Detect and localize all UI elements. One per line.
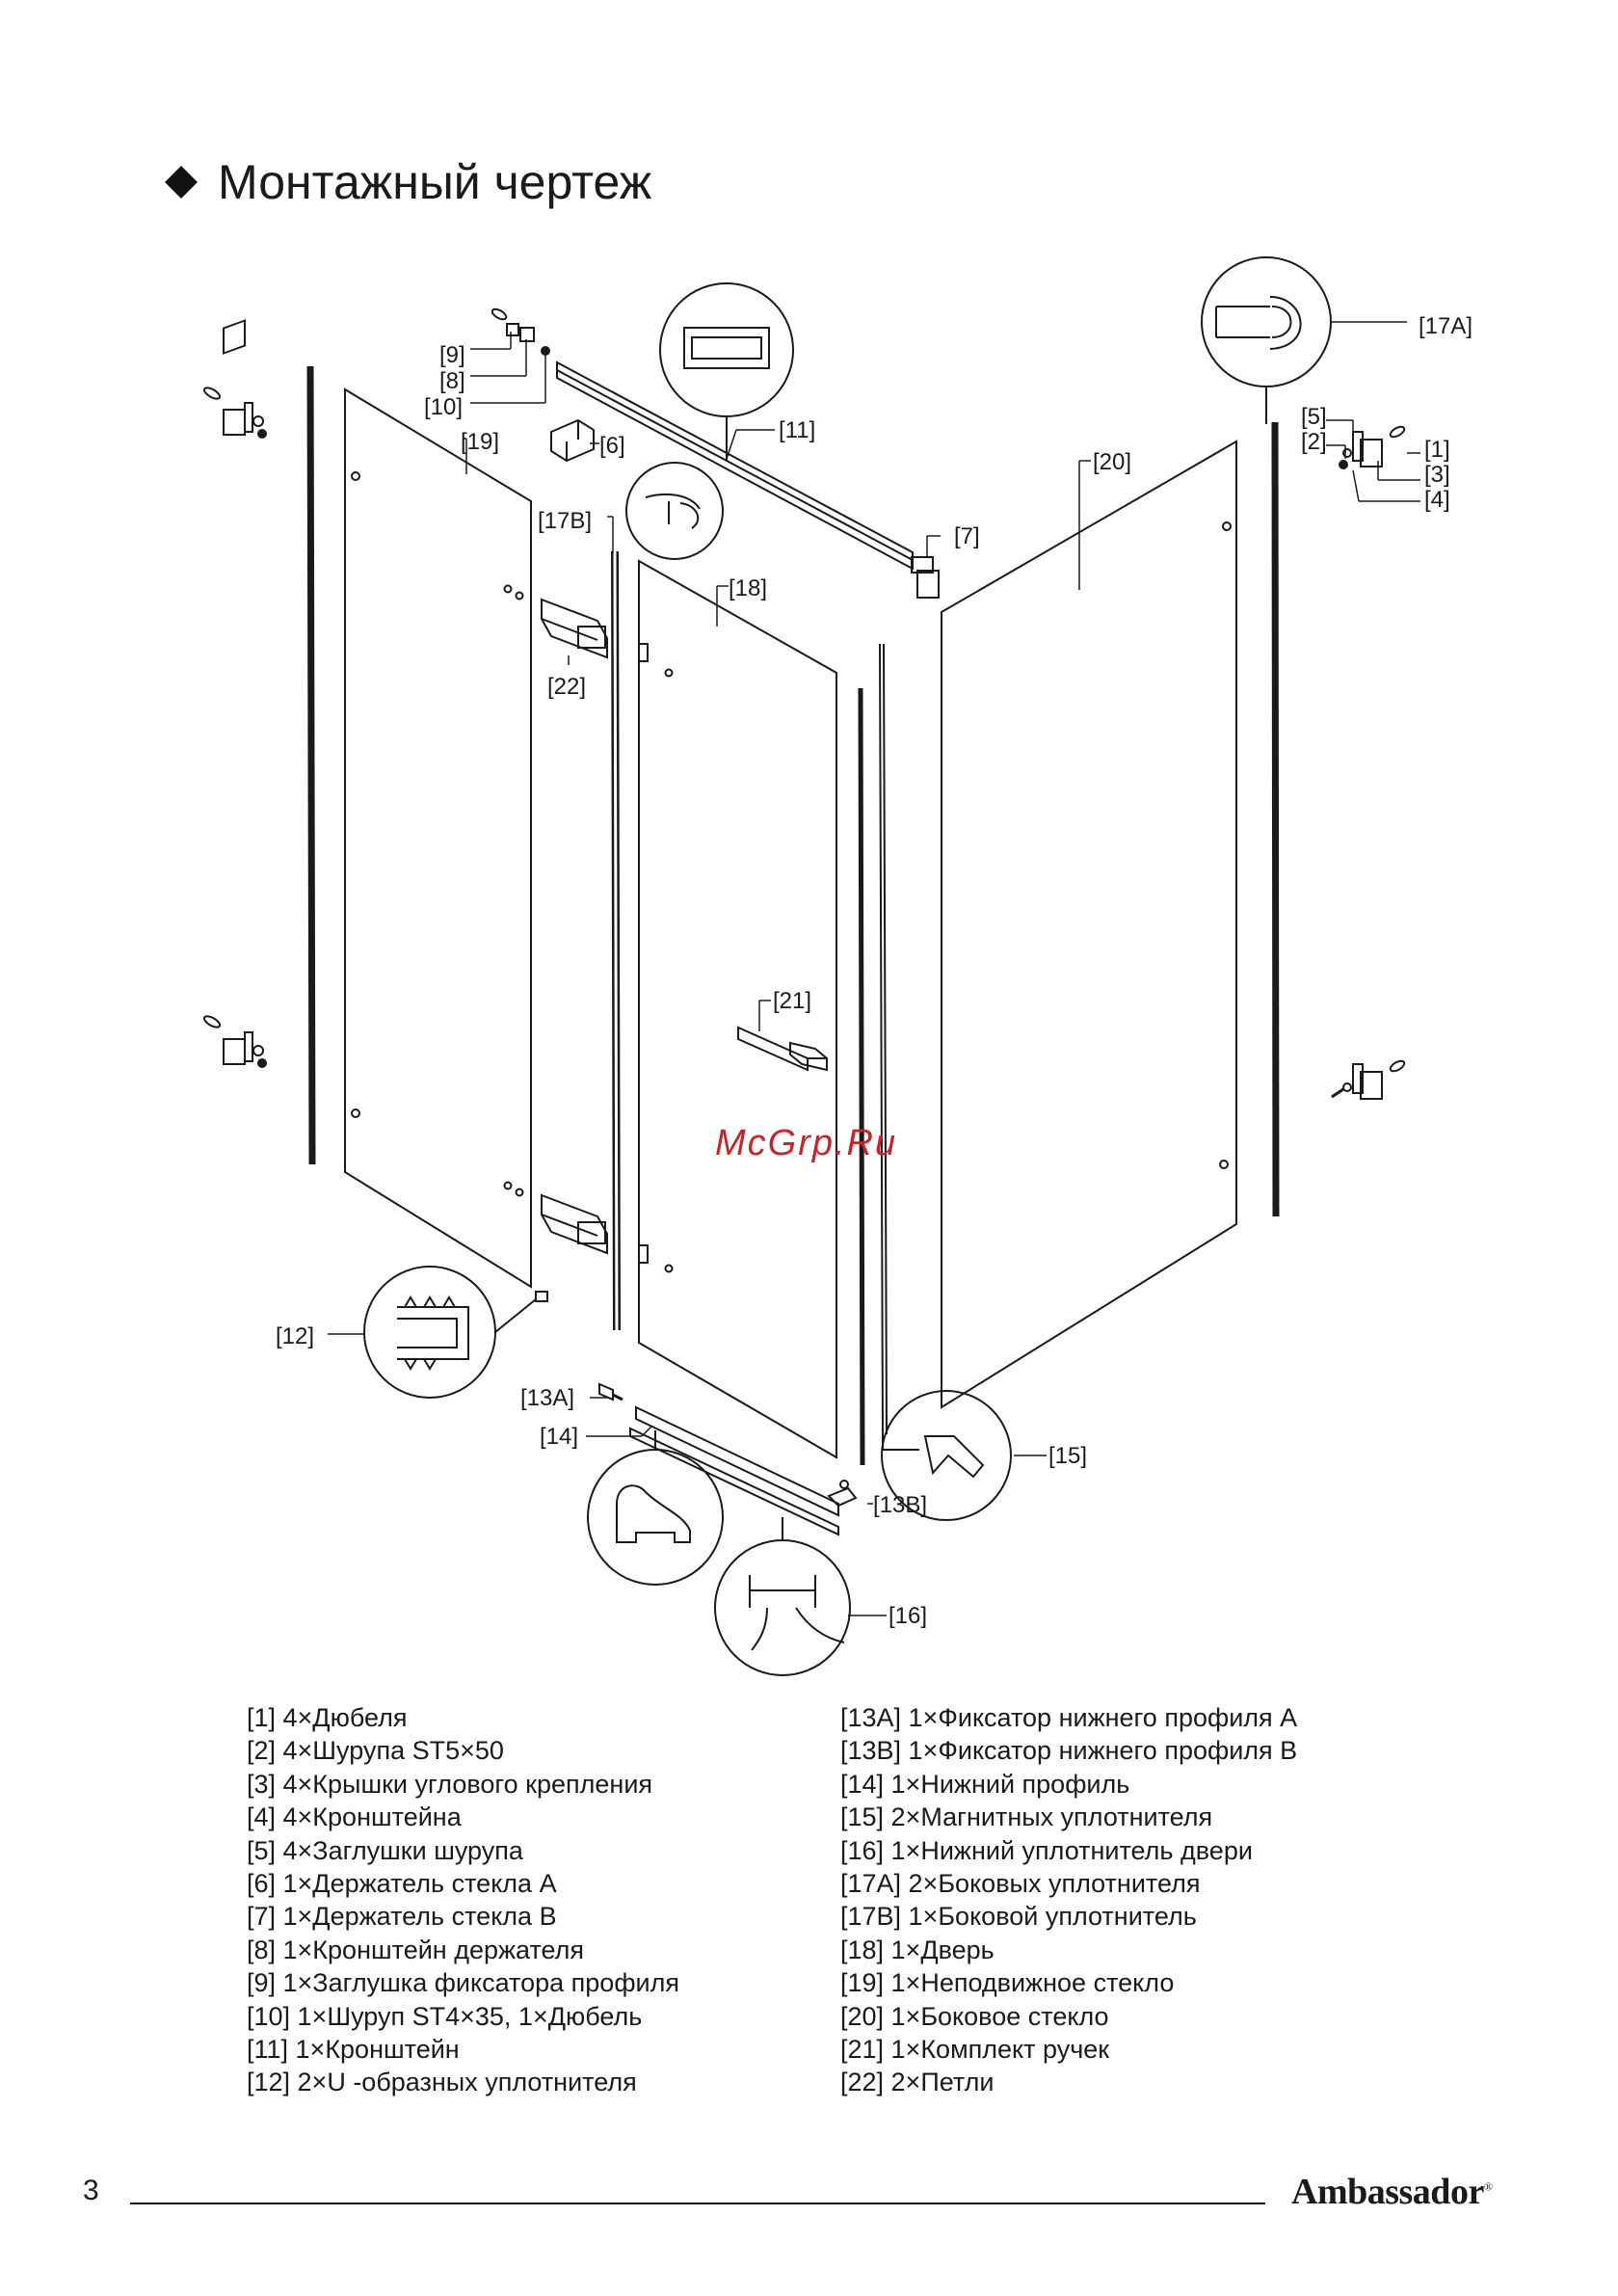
- parts-list-item: [17A] 2×Боковых уплотнителя: [840, 1869, 1201, 1899]
- hinge-top: [541, 598, 608, 659]
- detail-circle-magnetic-seal: [881, 1390, 1012, 1521]
- callout-16: [16]: [889, 1603, 927, 1629]
- bottom-fixator-b: [827, 1480, 858, 1508]
- bottom-profile: [629, 1405, 839, 1536]
- callout-15: [15]: [1048, 1443, 1087, 1469]
- label-leaders: [328, 321, 1420, 1616]
- callout-7: [7]: [954, 523, 980, 549]
- parts-list-item: [12] 2×U -образных уплотнителя: [247, 2068, 637, 2097]
- parts-list-item: [19] 1×Неподвижное стекло: [840, 1968, 1175, 1998]
- right-wall-profile: [1271, 421, 1280, 1217]
- parts-list-item: [21] 1×Комплект ручек: [840, 2035, 1110, 2065]
- detail-circle-door-seal: [714, 1517, 851, 1676]
- parts-list-item: [16] 1×Нижний уплотнитель двери: [840, 1835, 1253, 1865]
- callout-10: [10]: [424, 394, 463, 420]
- fixed-glass-panel: [344, 387, 532, 1289]
- u-seal-end-cap: [535, 1291, 548, 1302]
- callout-13a: [13A]: [520, 1385, 574, 1411]
- detail-circle-u-seal: [363, 1266, 537, 1399]
- top-rail: [556, 360, 914, 571]
- callout-19: [19]: [461, 429, 499, 455]
- wall-bracket-top-right: [1339, 425, 1406, 469]
- callout-4: [4]: [1424, 487, 1450, 513]
- detail-circle-top-rail: [659, 282, 794, 461]
- callout-5: [5]: [1301, 404, 1327, 430]
- parts-list-item: [10] 1×Шуруп ST4×35, 1×Дюбель: [247, 2001, 643, 2031]
- callout-1: [1]: [1424, 437, 1450, 463]
- detail-circle-side-seal-17a: [1201, 256, 1332, 424]
- wall-bracket-top-left: [202, 319, 267, 439]
- callout-6: [6]: [599, 433, 625, 459]
- magnetic-seal-profiles: [858, 643, 888, 1466]
- parts-list-item: [20] 1×Боковое стекло: [840, 2001, 1109, 2031]
- detail-circle-bottom-profile: [587, 1430, 724, 1586]
- page-title-text: Монтажный чертеж: [218, 155, 652, 209]
- parts-list-item: [2] 4×Шурупа ST5×50: [247, 1736, 504, 1766]
- footer-rule: [130, 2203, 1265, 2204]
- top-rail-fittings: [491, 307, 550, 356]
- parts-list-item: [7] 1×Держатель стекла B: [247, 1902, 557, 1932]
- parts-list-item: [22] 2×Петли: [840, 2068, 995, 2097]
- parts-list-item: [6] 1×Держатель стекла A: [247, 1869, 557, 1899]
- registered-mark: ®: [1483, 2179, 1493, 2194]
- assembly-diagram: [17A] [5] [2] [1] [3] [4] [9] [8] [10] […: [202, 256, 1472, 1676]
- parts-list-left: [1] 4×Дюбеля [2] 4×Шурупа ST5×50 [3] 4×К…: [247, 1701, 679, 2099]
- bottom-fixator-a: [598, 1382, 623, 1402]
- parts-list-item: [4] 4×Кронштейна: [247, 1802, 462, 1832]
- callout-13b: [13B]: [873, 1492, 927, 1518]
- glass-holder-b: [911, 556, 940, 599]
- callout-17a: [17A]: [1419, 313, 1472, 339]
- parts-list-item: [9] 1×Заглушка фиксатора профиля: [247, 1968, 679, 1998]
- callout-22: [22]: [547, 674, 586, 700]
- parts-list-item: [1] 4×Дюбеля: [247, 1703, 408, 1732]
- callout-14: [14]: [540, 1424, 578, 1450]
- wall-bracket-bottom-left: [202, 1015, 267, 1068]
- wall-bracket-bottom-right: [1331, 1059, 1406, 1100]
- glass-holder-a: [550, 418, 595, 463]
- callout-11: [11]: [779, 417, 815, 443]
- callout-20: [20]: [1093, 449, 1131, 475]
- door-handle: [737, 1026, 828, 1072]
- page-title: Монтажный чертеж: [164, 154, 651, 210]
- parts-list-item: [13A] 1×Фиксатор нижнего профиля A: [840, 1703, 1298, 1732]
- parts-list-item: [14] 1×Нижний профиль: [840, 1769, 1130, 1799]
- parts-list-item: [5] 4×Заглушки шурупа: [247, 1835, 523, 1865]
- parts-list-item: [18] 1×Дверь: [840, 1935, 995, 1964]
- callout-18: [18]: [729, 575, 767, 601]
- parts-list-item: [11] 1×Кронштейн: [247, 2035, 460, 2065]
- parts-list-item: [8] 1×Кронштейн держателя: [247, 1935, 585, 1964]
- left-wall-profile: [306, 365, 316, 1165]
- callout-8: [8]: [439, 368, 465, 394]
- side-glass-panel: [941, 440, 1237, 1409]
- parts-list-right: [13A] 1×Фиксатор нижнего профиля A [13B]…: [840, 1701, 1297, 2099]
- door-panel: [638, 559, 837, 1459]
- parts-list-item: [13B] 1×Фиксатор нижнего профиля B: [840, 1736, 1298, 1766]
- hinge-bottom: [541, 1193, 608, 1255]
- detail-circle-side-seal-17b: [625, 462, 724, 560]
- callout-9: [9]: [439, 342, 465, 368]
- parts-list-item: [15] 2×Магнитных уплотнителя: [840, 1802, 1213, 1832]
- brand-name: Ambassador: [1291, 2172, 1484, 2212]
- brand-logo: Ambassador®: [1291, 2171, 1493, 2213]
- callout-12: [12]: [276, 1323, 314, 1349]
- callout-21: [21]: [773, 988, 811, 1014]
- parts-list-item: [17B] 1×Боковой уплотнитель: [840, 1902, 1197, 1932]
- side-seal-17b: [611, 550, 621, 1331]
- callout-2: [2]: [1301, 429, 1327, 455]
- watermark-text: McGrp.Ru: [715, 1123, 898, 1163]
- page-number: 3: [83, 2175, 99, 2206]
- parts-list-item: [3] 4×Крышки углового крепления: [247, 1769, 653, 1799]
- callout-17b: [17B]: [538, 508, 592, 534]
- callout-3: [3]: [1424, 462, 1450, 488]
